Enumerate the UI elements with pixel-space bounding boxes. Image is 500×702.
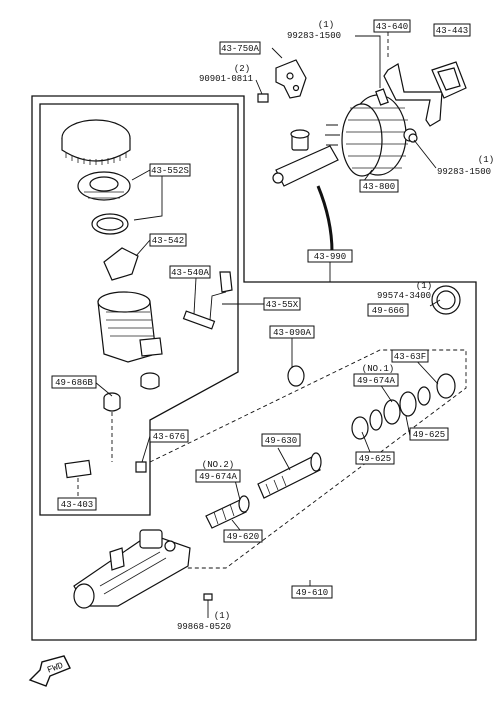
svg-text:43-540A: 43-540A	[171, 268, 209, 278]
reservoir-seal-ring	[91, 213, 129, 235]
callout-43-990: 43-990	[307, 249, 353, 263]
svg-text:43-640: 43-640	[376, 22, 408, 32]
fluid-level-sensor	[182, 271, 233, 330]
callout-49-625-right: 49-625	[409, 427, 449, 441]
part-90901: 90901-0811	[199, 74, 253, 84]
callout-49-666: 49-666	[367, 303, 409, 317]
reservoir-cap	[61, 119, 131, 165]
callout-49-674a-no2: 49-674A	[195, 469, 241, 483]
callout-43-542: 43-542	[149, 233, 187, 247]
callout-43-540a: 43-540A	[169, 265, 211, 279]
svg-text:43-990: 43-990	[314, 252, 346, 262]
callout-43-55x: 43-55X	[263, 297, 301, 311]
svg-text:43-542: 43-542	[152, 236, 184, 246]
svg-text:49-630: 49-630	[265, 436, 297, 446]
callout-43-676: 43-676	[149, 429, 189, 443]
callout-49-620: 49-620	[223, 529, 263, 543]
svg-text:43-63F: 43-63F	[394, 352, 426, 362]
svg-text:49-674A: 49-674A	[357, 376, 395, 386]
callout-43-552s: 43-552S	[149, 163, 191, 177]
svg-text:49-620: 49-620	[227, 532, 259, 542]
svg-text:43-443: 43-443	[436, 26, 468, 36]
brake-booster	[325, 94, 417, 177]
primary-piston-assembly	[257, 452, 322, 499]
label-no2: (NO.2)	[202, 460, 234, 470]
reservoir-diaphragm	[77, 171, 131, 201]
check-valve-gasket	[431, 61, 467, 99]
callout-43-800: 43-800	[359, 179, 399, 193]
snap-ring	[431, 285, 461, 315]
svg-text:43-090A: 43-090A	[273, 328, 311, 338]
reservoir-bushing	[103, 392, 121, 412]
reservoir-grommet	[140, 372, 160, 390]
reservoir-frame	[39, 103, 239, 516]
svg-text:49-686B: 49-686B	[55, 378, 93, 388]
callout-43-640: 43-640	[373, 19, 411, 33]
svg-text:49-625: 49-625	[359, 454, 391, 464]
svg-text:49-674A: 49-674A	[199, 472, 237, 482]
svg-text:43-552S: 43-552S	[151, 166, 189, 176]
svg-text:49-666: 49-666	[372, 306, 404, 316]
outer-frame	[31, 95, 477, 641]
qty-99283-top: (1)	[318, 20, 334, 30]
reservoir-label-plate	[64, 459, 92, 479]
svg-text:43-800: 43-800	[363, 182, 395, 192]
callout-43-750a: 43-750A	[219, 41, 261, 55]
reservoir-strainer	[103, 247, 139, 281]
reservoir-tank	[97, 291, 163, 363]
vacuum-hose	[375, 63, 443, 143]
qty-99868: (1)	[214, 611, 230, 621]
part-99868: 99868-0520	[177, 622, 231, 632]
qty-90901: (2)	[234, 64, 250, 74]
part-99574: 99574-3400	[377, 291, 431, 301]
callout-49-686b: 49-686B	[51, 375, 97, 389]
svg-text:49-610: 49-610	[296, 588, 328, 598]
callout-43-63f: 43-63F	[391, 349, 429, 363]
booster-master-cylinder	[272, 129, 339, 187]
svg-text:43-55X: 43-55X	[266, 300, 299, 310]
callout-49-674a-no1: 49-674A	[353, 373, 399, 387]
piston-cup-seals	[351, 373, 456, 440]
callout-43-443: 43-443	[433, 23, 471, 37]
secondary-piston-assembly	[205, 495, 250, 529]
master-cylinder-body	[73, 529, 191, 609]
callout-49-610: 49-610	[291, 585, 333, 599]
mounting-bolt	[203, 593, 213, 614]
piston-group-outline	[149, 349, 467, 569]
svg-text:43-676: 43-676	[153, 432, 185, 442]
callout-49-625-left: 49-625	[355, 451, 395, 465]
part-99283-right: 99283-1500	[437, 167, 491, 177]
callout-49-630: 49-630	[261, 433, 301, 447]
label-no1: (NO.1)	[362, 364, 394, 374]
callout-43-090a: 43-090A	[269, 325, 315, 339]
svg-text:43-750A: 43-750A	[221, 44, 259, 54]
stopper-bolt	[135, 461, 147, 473]
qty-99574: (1)	[416, 281, 432, 291]
qty-99283-right: (1)	[478, 155, 494, 165]
part-99283-top: 99283-1500	[287, 31, 341, 41]
svg-text:43-403: 43-403	[61, 500, 93, 510]
callout-43-403: 43-403	[57, 497, 97, 511]
svg-text:49-625: 49-625	[413, 430, 445, 440]
piston-stop-ring	[287, 365, 305, 387]
forward-arrow-icon: FWD	[28, 655, 71, 687]
booster-bracket	[257, 59, 307, 103]
assembly-leader	[316, 185, 334, 253]
